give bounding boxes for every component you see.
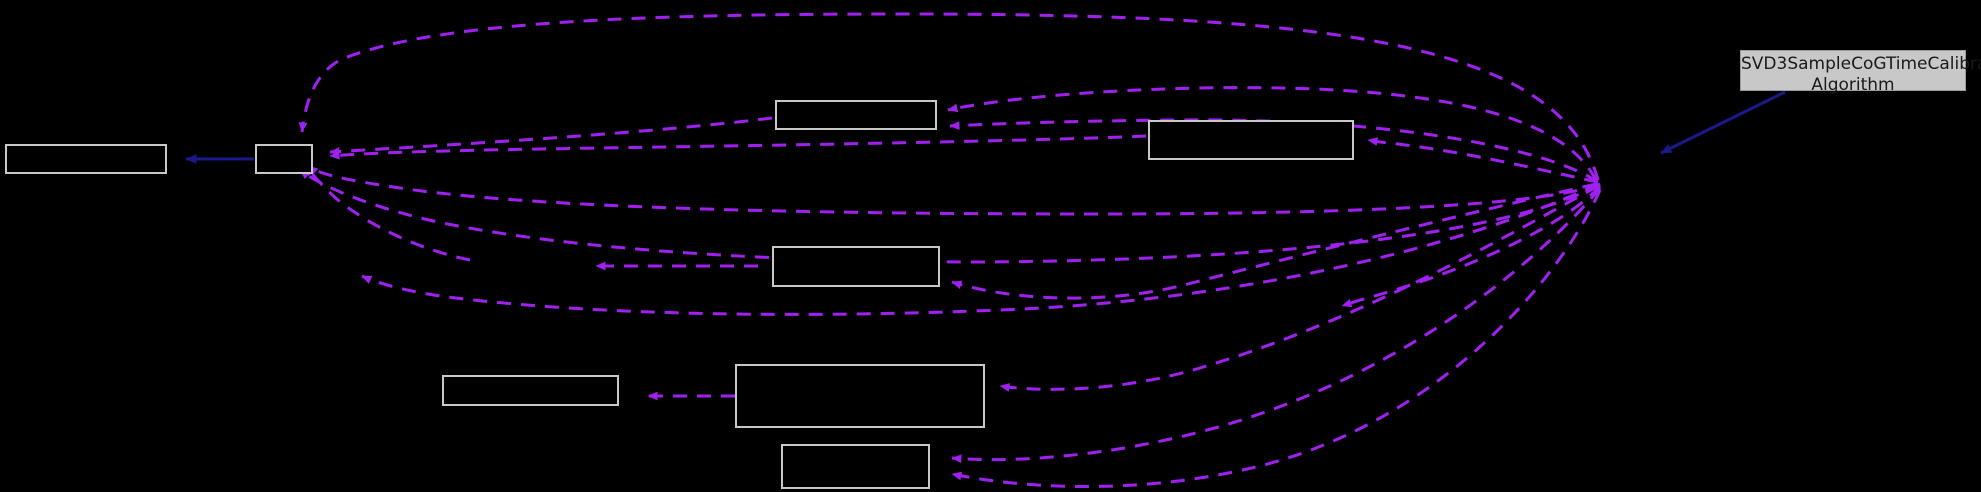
caller-edge-5 (1367, 137, 1599, 184)
node-label (774, 248, 938, 251)
caller-edge-13 (999, 184, 1599, 392)
caller-edge-10 (951, 182, 1597, 300)
node-label: SVD3SampleCoGTimeCalibration Algorithm (1741, 54, 1981, 95)
caller-edge-16 (951, 189, 1602, 488)
node-label (444, 377, 617, 380)
caller-edge-15 (951, 187, 1602, 464)
node-f[interactable] (442, 375, 619, 406)
node-label (737, 366, 983, 369)
node-a[interactable] (5, 144, 167, 174)
caller-edge-8 (299, 168, 1601, 264)
node-h[interactable] (781, 444, 930, 489)
node-e[interactable] (772, 246, 940, 287)
caller-edge-2 (947, 86, 1598, 181)
caller-edge-4 (329, 116, 773, 156)
edge-group-caller (298, 12, 1602, 488)
node-label (257, 146, 311, 149)
caller-edge-6 (329, 134, 1147, 160)
node-b[interactable] (255, 144, 313, 174)
node-svd3samplecogtimecalibrationalgorithm[interactable]: SVD3SampleCoGTimeCalibration Algorithm (1740, 50, 1981, 95)
node-d[interactable] (1148, 120, 1354, 160)
caller-edge-11 (361, 182, 1599, 316)
inheritance-edge-2 (1660, 90, 1786, 155)
node-label (777, 102, 935, 105)
node-g[interactable] (735, 364, 985, 428)
caller-edge-17 (304, 165, 471, 262)
edge-group-inheritance (185, 90, 1786, 164)
node-label (7, 146, 165, 149)
caller-edge-1 (298, 12, 1600, 181)
caller-edge-7 (307, 164, 1601, 216)
node-label (783, 446, 928, 449)
node-c[interactable] (775, 100, 937, 130)
node-label (1150, 122, 1352, 125)
